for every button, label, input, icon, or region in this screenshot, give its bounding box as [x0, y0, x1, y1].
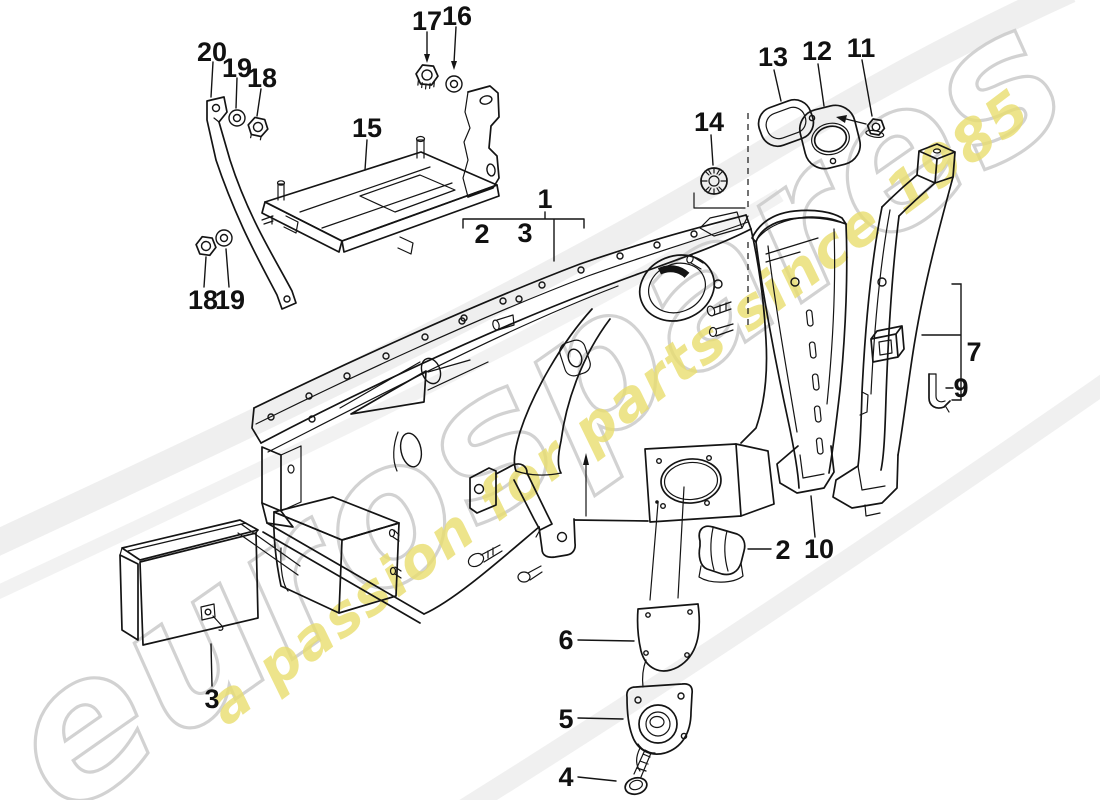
part-14-grommet [700, 167, 728, 195]
watermark-swoosh-2 [0, 189, 784, 600]
part-label-14: 14 [694, 107, 724, 137]
part-label-13: 13 [758, 42, 788, 72]
pillar-slots [805, 309, 824, 455]
part-11-nut [865, 118, 886, 139]
leader-lines [203, 26, 962, 782]
rail-holes [267, 230, 698, 421]
part-label-4: 4 [558, 762, 573, 792]
part-label-3: 3 [204, 684, 219, 714]
part-19-washer-top [228, 109, 246, 127]
watermark-swoosh-3 [459, 374, 1100, 800]
part-1-cowl-panel [237, 211, 775, 624]
callout-labels: 20 19 18 17 16 15 18 19 1 2 3 14 13 12 1… [188, 1, 982, 792]
part-label-5: 5 [558, 704, 573, 734]
part-16-washer [445, 75, 463, 93]
part-label-2-group: 2 [474, 219, 489, 249]
part-4-screw [624, 749, 652, 796]
part-19-washer-bottom [215, 229, 233, 247]
part-2-cup [698, 525, 746, 583]
part-20-support-strut [206, 96, 297, 310]
part-3-box-panel [119, 519, 259, 646]
part-label-6: 6 [558, 625, 573, 655]
part-7-pillar-assembly [832, 143, 956, 517]
part-label-10: 10 [804, 534, 834, 564]
part-label-18-bottom: 18 [188, 285, 218, 315]
part-6-pad [636, 486, 701, 688]
part-label-9: 9 [953, 373, 968, 403]
part-18-nut-bottom [195, 235, 217, 257]
part-label-12: 12 [802, 36, 832, 66]
part-label-3-group: 3 [517, 218, 532, 248]
part-10-pillar [751, 209, 848, 494]
part-label-20: 20 [197, 37, 227, 67]
part-label-11: 11 [847, 33, 876, 63]
part-12-gasket-plate [798, 104, 862, 170]
part-label-16: 16 [442, 1, 472, 31]
part-label-2: 2 [775, 535, 790, 565]
part-label-18-top: 18 [247, 63, 277, 93]
part-18-nut-top [247, 116, 269, 141]
part-15-bracket-tray [261, 85, 500, 255]
part-label-7: 7 [966, 337, 981, 367]
part-label-1: 1 [537, 184, 552, 214]
part-17-nut [415, 64, 439, 90]
watermark-swoosh [0, 0, 1076, 556]
part-label-17: 17 [412, 6, 442, 36]
part-label-19-top: 19 [222, 53, 252, 83]
part-label-19-bottom: 19 [215, 285, 245, 315]
part-9-clip [928, 373, 951, 413]
part-label-15: 15 [352, 113, 382, 143]
install-line-14 [693, 192, 746, 209]
part-5-bearing-bracket [626, 683, 694, 772]
